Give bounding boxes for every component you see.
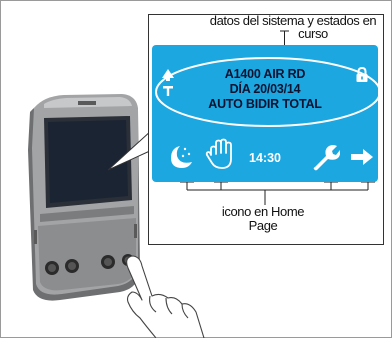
button-panel [38, 218, 136, 291]
model-line: A1400 AIR RD [224, 67, 306, 81]
home-icons-caption-continued: Page [248, 218, 278, 233]
settings-wrench-icon[interactable] [312, 143, 340, 171]
next-arrow-icon[interactable] [350, 147, 374, 167]
brand-logo [78, 101, 96, 105]
mode-line: AUTO BIDIR TOTAL [208, 97, 322, 111]
clock-time: 14:30 [249, 151, 281, 165]
manual-hand-icon[interactable] [205, 137, 235, 171]
device-screen [48, 120, 128, 203]
system-data-caption: datos del sistema y estados en [209, 13, 377, 28]
system-data-caption-continued: curso [298, 26, 328, 41]
night-moon-icon[interactable] [166, 143, 194, 171]
date-line: DÍA 20/03/14 [229, 82, 301, 96]
hand-illustration [126, 255, 205, 338]
home-icons-caption: icono en Home [221, 204, 305, 219]
lock-icon [356, 67, 368, 82]
